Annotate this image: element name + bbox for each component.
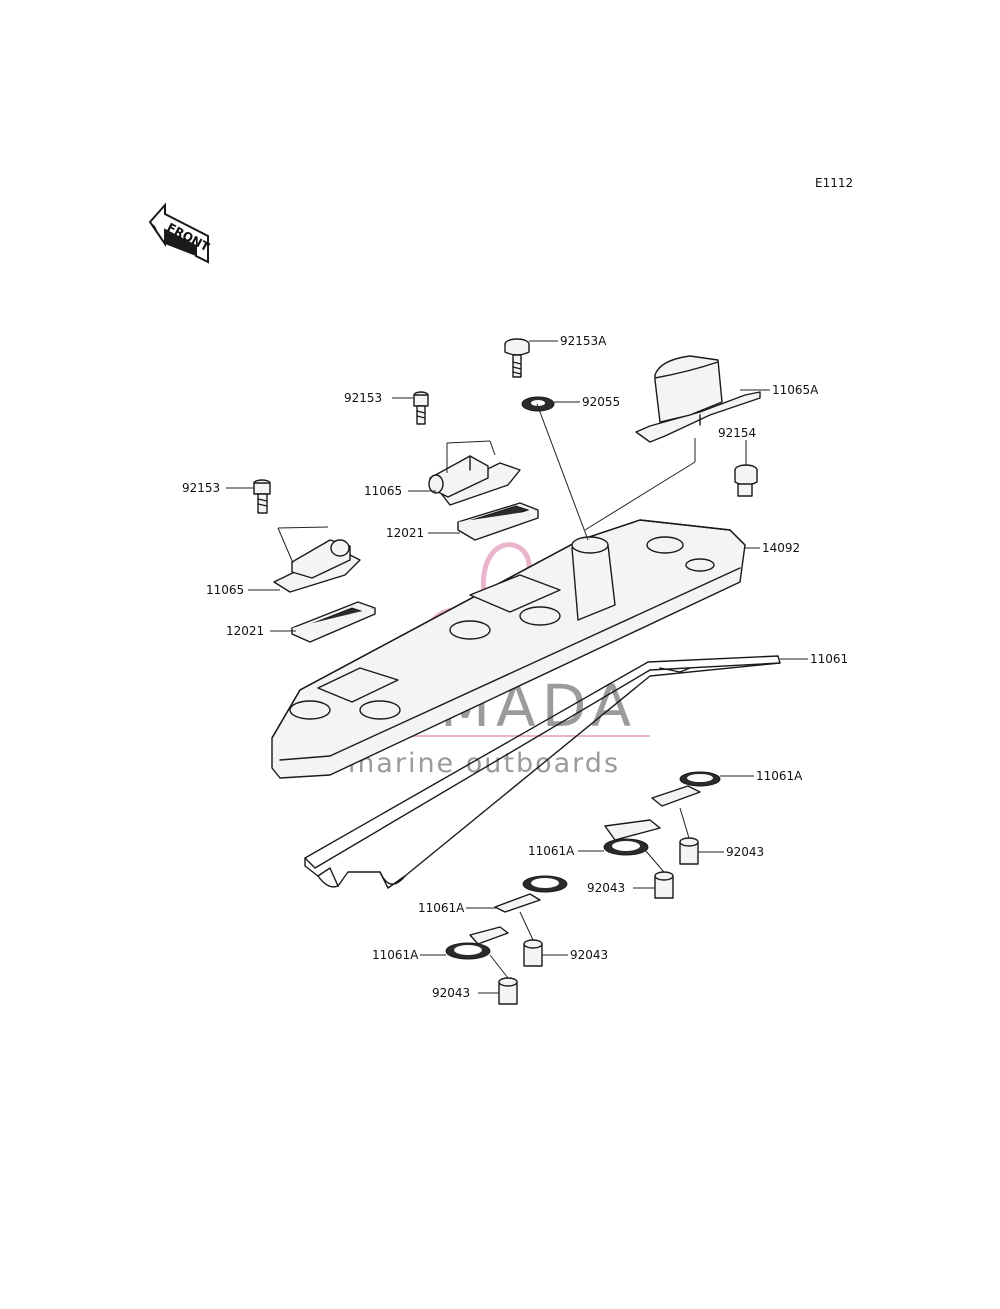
bracket-11065-upper-icon bbox=[428, 440, 521, 506]
part-label[interactable]: 11061A bbox=[528, 844, 575, 858]
watermark-tagline: marine outboards bbox=[348, 748, 620, 779]
part-label[interactable]: 11065A bbox=[772, 383, 819, 397]
part-label[interactable]: 92043 bbox=[432, 986, 470, 1000]
dowel-92043-4-icon bbox=[498, 977, 518, 1005]
part-label[interactable]: 12021 bbox=[226, 624, 264, 638]
part-label[interactable]: 92153A bbox=[560, 334, 607, 348]
dowel-92043-2-icon bbox=[654, 871, 674, 899]
gasket-12021-upper-icon bbox=[457, 502, 539, 541]
part-label[interactable]: 92043 bbox=[726, 845, 764, 859]
part-label[interactable]: 11061A bbox=[372, 948, 419, 962]
head-cover-14092-icon bbox=[271, 519, 746, 779]
dowel-92043-3-icon bbox=[523, 939, 543, 967]
bolt-92153A-icon bbox=[504, 338, 530, 378]
bolt-92153-middle-icon bbox=[413, 391, 429, 425]
bracket-11065-lower-icon bbox=[273, 526, 361, 593]
part-label[interactable]: 92055 bbox=[582, 395, 620, 409]
part-label[interactable]: 11065 bbox=[364, 484, 402, 498]
seal-11061A-3-icon bbox=[494, 875, 568, 913]
part-label[interactable]: 11065 bbox=[206, 583, 244, 597]
figure-code: E1112 bbox=[815, 176, 853, 190]
seal-11061A-2-icon bbox=[603, 819, 661, 856]
seal-11061A-1-icon bbox=[651, 771, 721, 807]
bolt-92153-left-icon bbox=[253, 479, 271, 514]
part-label[interactable]: 92153 bbox=[344, 391, 382, 405]
part-label[interactable]: 92153 bbox=[182, 481, 220, 495]
cover-gasket-11061-icon bbox=[304, 655, 781, 889]
part-label[interactable]: 92043 bbox=[570, 948, 608, 962]
dowel-92043-1-icon bbox=[679, 837, 699, 865]
part-label[interactable]: 12021 bbox=[386, 526, 424, 540]
part-label[interactable]: 11061 bbox=[810, 652, 848, 666]
leader-lines bbox=[226, 340, 808, 994]
washer-92055-icon bbox=[521, 396, 555, 412]
part-label[interactable]: 11061A bbox=[756, 769, 803, 783]
plug-92154-icon bbox=[734, 464, 758, 497]
cover-11065A-icon bbox=[635, 355, 761, 443]
gasket-12021-lower-icon bbox=[291, 601, 376, 643]
front-arrow-icon: FRONT bbox=[148, 202, 212, 264]
part-label[interactable]: 92043 bbox=[587, 881, 625, 895]
part-label[interactable]: 11061A bbox=[418, 901, 465, 915]
part-label[interactable]: 14092 bbox=[762, 541, 800, 555]
seal-11061A-4-icon bbox=[445, 926, 509, 960]
part-label[interactable]: 92154 bbox=[718, 426, 756, 440]
part-labels: 92153A 92055 11065A 92153 11065 92154 92… bbox=[182, 334, 848, 1000]
